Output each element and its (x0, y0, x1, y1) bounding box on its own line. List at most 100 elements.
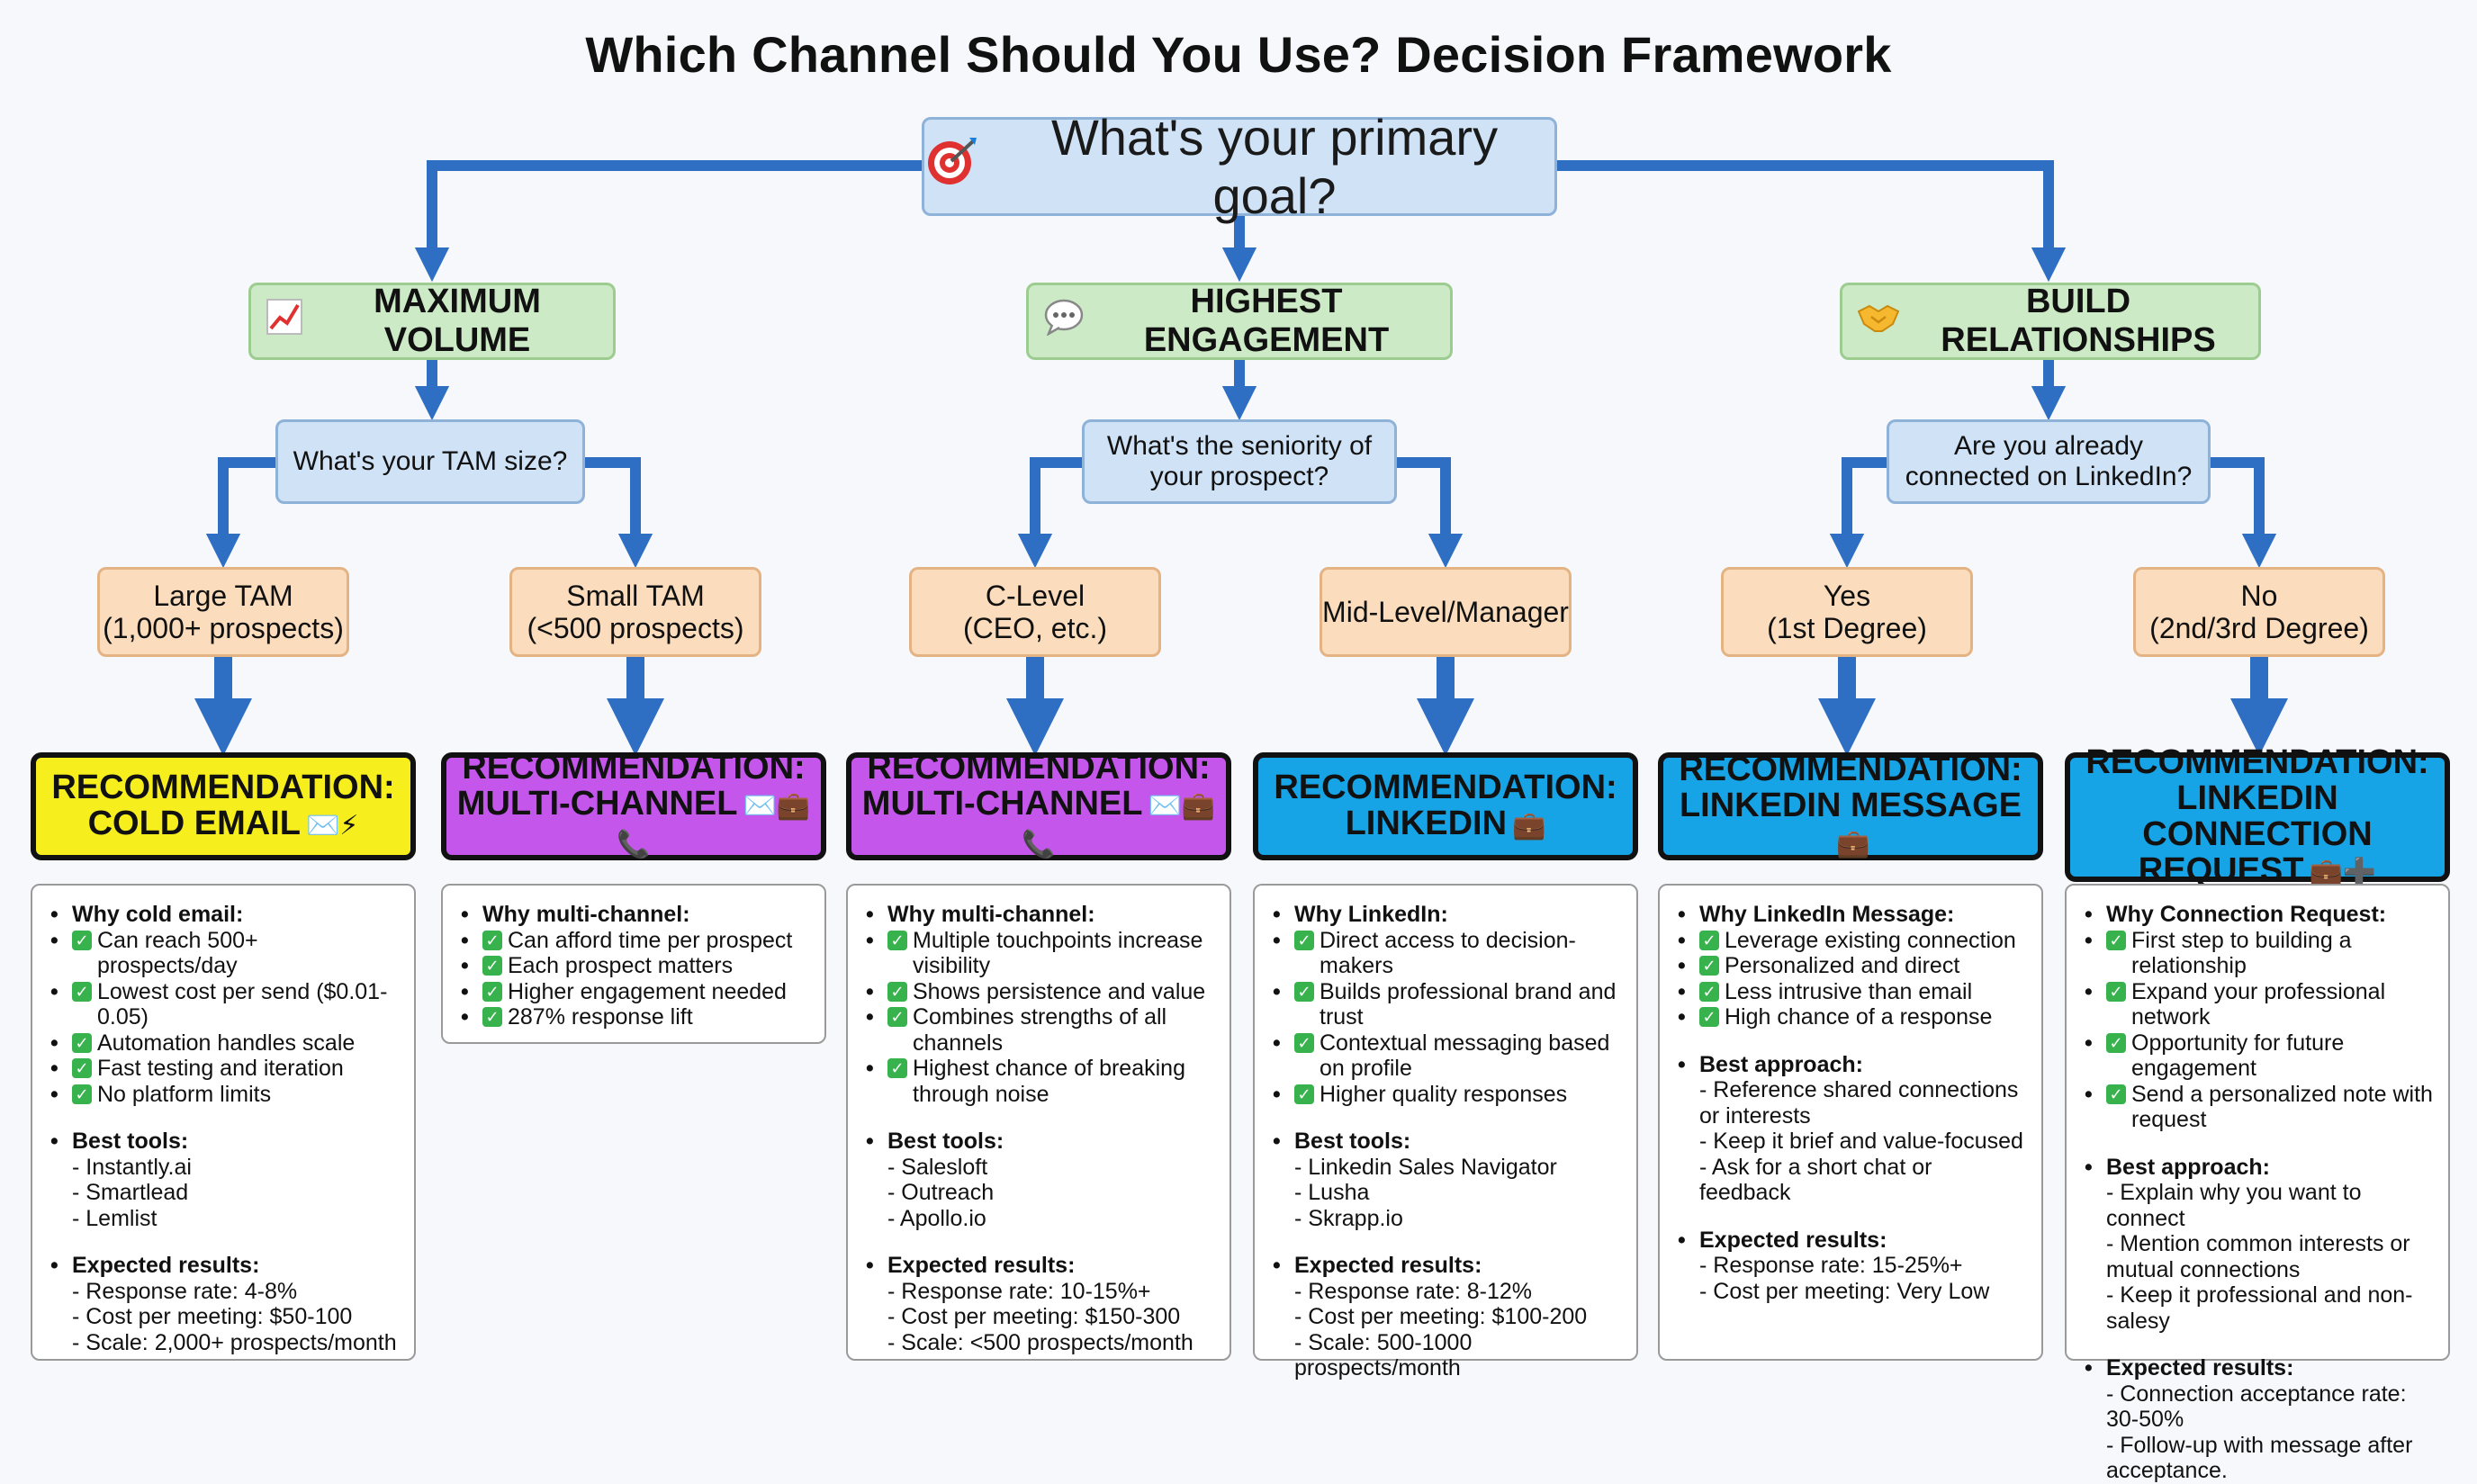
detail-panel-linkedin: •Why LinkedIn:•✓Direct access to decisio… (1253, 884, 1638, 1381)
bullet-dot: • (50, 927, 59, 953)
benefit-item: • ✓ Personalized and direct (1678, 953, 2029, 979)
benefit-text: Each prospect matters (508, 953, 734, 978)
detail-panel-cold-email: •Why cold email:•✓Can reach 500+ prospec… (31, 884, 416, 1361)
section-heading: •Expected results: (1273, 1253, 1624, 1279)
section-heading: •Why multi-channel: (866, 902, 1217, 928)
question-tam-size: What's your TAM size? (275, 419, 585, 504)
tools-section: •Best tools:- Salesloft- Outreach- Apoll… (866, 1129, 1217, 1231)
benefit-text: Contextual messaging based on profile (1320, 1030, 1610, 1082)
benefit-text: Combines strengths of all channels (913, 1004, 1167, 1056)
bullet-dot: • (866, 902, 874, 927)
bullet-dot: • (866, 927, 874, 953)
tool-item: - Linkedin Sales Navigator (1294, 1154, 1557, 1180)
bullet-dot: • (461, 978, 469, 1004)
arrow-root-to-volume (414, 160, 922, 283)
check-icon: ✓ (72, 1084, 92, 1104)
briefcase-plus-icon: 💼➕ (2309, 857, 2377, 887)
benefit-text: Personalized and direct (1725, 953, 1960, 978)
tool-item: - Skrapp.io (1294, 1205, 1403, 1231)
option-small-tam: Small TAM (<500 prospects) (509, 567, 761, 657)
category-label: BUILD RELATIONSHIPS (1941, 283, 2216, 359)
check-icon: ✓ (887, 1058, 907, 1078)
bullet-dot: • (50, 1056, 59, 1081)
section-heading-text: Best approach: (2106, 1154, 2270, 1180)
benefit-item: •✓Shows persistence and value (866, 979, 1217, 1005)
result-item: - Response rate: 10-15%+ (887, 1278, 1151, 1304)
section-heading-text: Best tools: (887, 1129, 1004, 1154)
bullet-dot: • (2085, 978, 2093, 1004)
rec-line: RECOMMENDATION: (462, 749, 806, 787)
check-icon: ✓ (1699, 981, 1719, 1002)
option-large-tam: Large TAM (1,000+ prospects) (97, 567, 349, 657)
rec-line: LINKEDIN CONNECTION (2142, 778, 2373, 853)
result-item: - Scale: 500-1000 prospects/month (1294, 1329, 1473, 1381)
result-item: - Cost per meeting: $150-300 (887, 1304, 1181, 1329)
benefit-text: Automation handles scale (97, 1030, 356, 1056)
tool-item: - Lemlist (72, 1205, 158, 1231)
benefit-item: •✓Higher quality responses (1273, 1082, 1624, 1108)
bullet-dot: • (1678, 953, 1686, 978)
benefit-text: Expand your professional network (2131, 978, 2386, 1030)
result-item: - Response rate: 15-25%+ (1699, 1253, 1963, 1278)
why-section: •Why multi-channel:•✓Can afford time per… (461, 902, 812, 1030)
bullet-dot: • (461, 1004, 469, 1030)
benefit-text: Can afford time per prospect (508, 927, 793, 953)
bullet-dot: • (866, 1129, 874, 1154)
rec-line-text: MULTI-CHANNEL (861, 785, 1143, 823)
bullet-dot: • (1678, 1227, 1686, 1253)
results-section: •Expected results:- Response rate: 10-15… (866, 1253, 1217, 1355)
result-item: - Cost per meeting: $50-100 (72, 1304, 353, 1329)
rec-line: RECOMMENDATION: (2085, 742, 2429, 781)
detail-panel-linkedin-message: •Why LinkedIn Message:•✓Leverage existin… (1658, 884, 2043, 1361)
result-item: - Response rate: 8-12% (1294, 1278, 1533, 1304)
why-section: •Why LinkedIn:•✓Direct access to decisio… (1273, 902, 1624, 1107)
benefit-item: •✓Contextual messaging based on profile (1273, 1030, 1624, 1082)
benefit-text: Multiple touchpoints increase visibility (913, 927, 1203, 979)
benefit-item: •✓Automation handles scale (50, 1030, 401, 1057)
benefit-item: •✓Higher engagement needed (461, 979, 812, 1005)
recommendation-multi-channel-c-level: RECOMMENDATION: MULTI-CHANNEL✉️💼📞 (846, 750, 1231, 860)
option-yes-1st-degree: Yes (1st Degree) (1721, 567, 1973, 657)
section-heading: • Best tools: (866, 1129, 1217, 1155)
check-icon: ✓ (72, 981, 92, 1002)
check-icon: ✓ (482, 981, 502, 1002)
results-section: •Expected results:- Response rate: 15-25… (1678, 1228, 2029, 1305)
benefit-text: Direct access to decision-makers (1320, 927, 1576, 979)
bullet-dot: • (866, 1004, 874, 1030)
question-connected: Are you already connected on LinkedIn? (1887, 419, 2211, 504)
result-item: - Scale: 2,000+ prospects/month (72, 1329, 397, 1355)
benefit-text: Lowest cost per send ($0.01-0.05) (97, 978, 388, 1030)
result-item: - Cost per meeting: $100-200 (1294, 1304, 1588, 1329)
tools-section: •Best approach:- Reference shared connec… (1678, 1052, 2029, 1206)
benefit-item: •✓First step to building a relationship (2085, 928, 2436, 979)
rec-line: MULTI-CHANNEL✉️💼📞 (446, 786, 821, 863)
check-icon: ✓ (72, 1058, 92, 1078)
benefit-item: •✓Direct access to decision-makers (1273, 928, 1624, 979)
section-heading: •Best approach: (1678, 1052, 2029, 1078)
check-icon: ✓ (1699, 1007, 1719, 1027)
section-heading: •Best tools: (1273, 1129, 1624, 1155)
section-heading-text: Why cold email: (72, 902, 244, 927)
arrow-connected-to-no (2211, 457, 2277, 569)
benefit-item: •✓Leverage existing connection (1678, 928, 2029, 954)
why-section: •Why cold email:•✓Can reach 500+ prospec… (50, 902, 401, 1107)
bullet-dot: • (50, 978, 59, 1004)
bullet-dot: • (1273, 1030, 1281, 1056)
results-section: •Expected results:- Connection acceptanc… (2085, 1355, 2436, 1484)
benefit-text: Send a personalized note with request (2131, 1081, 2433, 1133)
rec-line-text: MULTI-CHANNEL (456, 785, 738, 823)
benefit-item: •✓Opportunity for future engagement (2085, 1030, 2436, 1082)
section-heading: •Why multi-channel: (461, 902, 812, 928)
speech-bubble-icon (1043, 298, 1085, 345)
benefit-item: •✓Can afford time per prospect (461, 928, 812, 954)
section-heading: •Why Connection Request: (2085, 902, 2436, 928)
section-heading: •Expected results: (1678, 1228, 2029, 1254)
bullet-dot: • (50, 1081, 59, 1107)
benefit-item: •✓Less intrusive than email (1678, 979, 2029, 1005)
result-item: - Connection acceptance rate: 30-50% (2106, 1381, 2407, 1433)
arrow-seniority-to-clevel (1017, 457, 1082, 569)
benefit-item: •✓High chance of a response (1678, 1004, 2029, 1030)
recommendation-linkedin-connection-request: RECOMMENDATION: LINKEDIN CONNECTION REQU… (2065, 744, 2450, 888)
tool-item: - Reference shared connections or intere… (1699, 1077, 2019, 1129)
check-icon: ✓ (1699, 956, 1719, 976)
